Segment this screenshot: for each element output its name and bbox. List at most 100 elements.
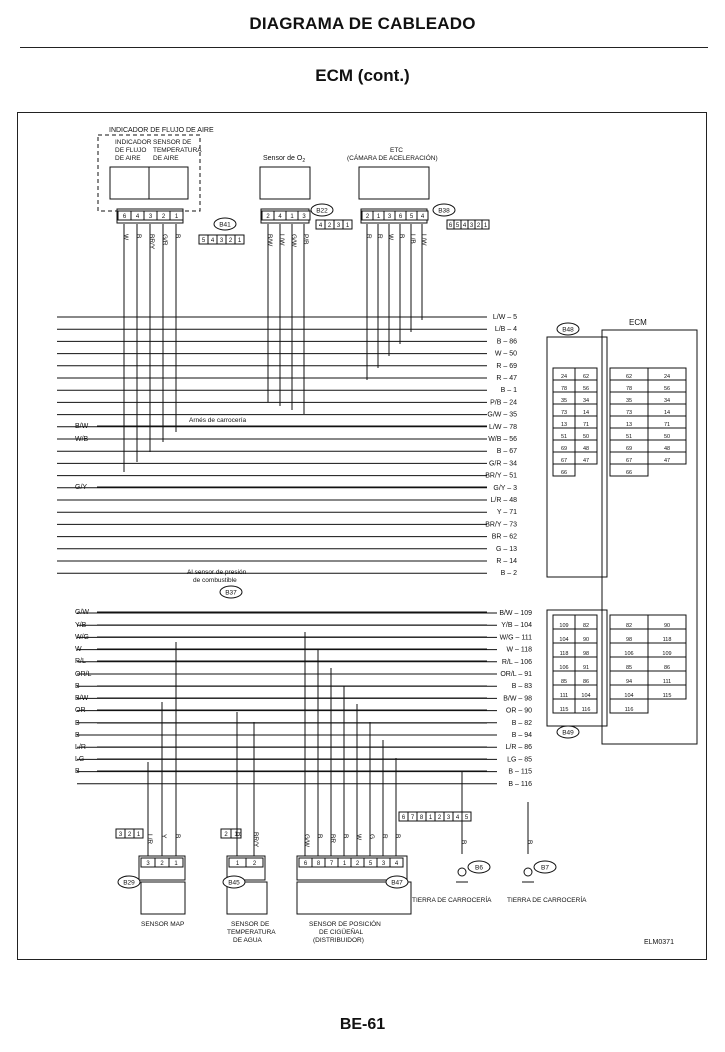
left-wire-label: B <box>75 768 80 775</box>
b48-grid-pin: 48 <box>583 446 589 452</box>
connector-tag-b37-outline <box>219 585 243 599</box>
maf-connector-pin: 2 <box>162 214 166 220</box>
b22-connector-cell <box>342 219 353 230</box>
terminal-lower-label: B – 115 <box>508 769 532 776</box>
terminal-upper-label: L/B – 4 <box>495 326 517 333</box>
b48-grid-pin: 67 <box>561 458 567 464</box>
ecm-lower-grid-pin: 94 <box>626 679 632 685</box>
b48-grid-cell <box>574 451 598 465</box>
connector-tag-b7: B7 <box>541 865 549 872</box>
terminal-lower-label: B – 94 <box>512 732 532 739</box>
b48-grid-pin: 34 <box>583 398 589 404</box>
connector-tag-b7-outline <box>533 860 557 874</box>
b45-connector-pin: 2 <box>224 832 228 838</box>
b29-connector-pin: 3 <box>119 832 123 838</box>
crank-wire-label: B <box>394 834 401 838</box>
section-title: ECM (cont.) <box>315 66 410 85</box>
ecm-grid-pin: 13 <box>626 422 632 428</box>
maf-wire-label: B <box>135 234 142 238</box>
b48-grid-pin: 69 <box>561 446 567 452</box>
o2-connector-pin: 2 <box>266 214 270 220</box>
ecm-lower-grid-pin: 118 <box>663 637 672 643</box>
o2-wire-label: B/W <box>266 234 273 247</box>
terminal-upper-label: BR/Y – 51 <box>485 473 517 480</box>
connector-tag-b45-outline <box>222 875 246 889</box>
b22-connector-pin: 4 <box>319 223 323 229</box>
left-wire-label: LG <box>75 756 84 763</box>
terminal-upper-label: W – 50 <box>495 351 517 358</box>
b48-grid-pin: 14 <box>583 410 589 416</box>
crank-sensor-label-3: (DISTRIBUIDOR) <box>313 937 364 944</box>
connector-tag-b49-outline <box>556 725 580 739</box>
crank-connector-pin: 7 <box>330 861 334 867</box>
terminal-upper-label: BR – 62 <box>492 534 517 541</box>
o2-wire-label: P/B <box>302 234 309 244</box>
left-wire-label: W/G <box>75 634 89 641</box>
crank-wire-label: B <box>316 834 323 838</box>
map-wire-label: Y <box>160 834 167 839</box>
connector-tag-b29: B29 <box>123 880 135 887</box>
etc-sub-label: (CÁMARA DE ACELERACIÓN) <box>347 153 438 162</box>
etc-label: ETC <box>390 147 403 154</box>
crank-wire-label: B <box>342 834 349 838</box>
b47-connector-pin: 1 <box>429 815 433 821</box>
o2-connector-cell <box>297 210 311 221</box>
ecm-grid-pin: 35 <box>626 398 632 404</box>
maf-connector-cell <box>169 210 184 221</box>
page-header-title: DIAGRAMA DE CABLEADO <box>249 14 476 33</box>
connector-tag-b6: B6 <box>475 865 483 872</box>
ecm-grid-cell <box>647 451 687 465</box>
etc-connector-pin: 4 <box>421 214 425 220</box>
b49-grid-pin: 115 <box>560 707 569 713</box>
b47-connector-pin: 3 <box>447 815 451 821</box>
maf-wire-label: G/R <box>161 234 168 246</box>
maf-connector-pin: 1 <box>175 214 179 220</box>
crank-wire-label: BR <box>329 834 336 843</box>
crank-wire-label: R <box>381 834 388 839</box>
ecm-lower-grid-pin: 90 <box>664 623 670 629</box>
terminal-lower-label: B – 83 <box>512 683 532 690</box>
b22-connector-pin: 2 <box>328 223 332 229</box>
terminal-upper-label: G/W – 35 <box>487 412 517 419</box>
ecm-lower-grid-pin: 86 <box>664 665 670 671</box>
b49-grid-pin: 91 <box>583 665 589 671</box>
left-wire-label: W <box>75 646 82 653</box>
connector-tag-b22-outline <box>310 203 334 217</box>
ecm-grid-pin: 71 <box>664 422 670 428</box>
ecm-grid-pin: 62 <box>626 374 632 380</box>
left-wire-label: OR/L <box>75 671 91 678</box>
terminal-upper-label: L/W – 5 <box>493 314 517 321</box>
crank-connector-pin: 5 <box>369 861 373 867</box>
b48-grid-pin: 51 <box>561 434 567 440</box>
connector-tag-b41: B41 <box>219 222 231 229</box>
map-connector-pin: 3 <box>146 861 150 867</box>
terminal-upper-label: G – 13 <box>496 546 517 553</box>
o2-wire-label: G/W <box>290 234 297 248</box>
water-wire-label: B <box>235 832 242 836</box>
map-wire-label: L/R <box>146 834 153 844</box>
to-fuel-sensor-label-2: de combustible <box>193 577 237 584</box>
b22-connector-pin: 3 <box>337 223 341 229</box>
maf-left-label-3: DE AIRE <box>115 155 141 162</box>
terminal-lower-label: W/G – 111 <box>500 634 533 641</box>
ecm-grid-pin: 78 <box>626 386 632 392</box>
b48-grid-pin: 73 <box>561 410 567 416</box>
ecm-grid-pin: 56 <box>664 386 670 392</box>
ground-label-2: TIERRA DE CARROCERÍA <box>507 895 587 904</box>
terminal-upper-label: BR/Y – 73 <box>485 521 517 528</box>
b49-grid-pin: 109 <box>559 623 568 629</box>
wire-layer <box>57 203 687 889</box>
map-connector-cell <box>168 857 184 868</box>
left-wire-label: L/R <box>75 744 86 751</box>
b47-connector-pin: 2 <box>438 815 442 821</box>
b45-connector-pin: 1 <box>234 832 238 838</box>
left-wire-label: B <box>75 720 80 727</box>
ecm-lower-grid-pin: 82 <box>626 623 632 629</box>
b29-connector-pin: 1 <box>137 832 141 838</box>
label-layer: L/W – 5L/B – 4B – 86W – 50R – 69R – 47B … <box>75 208 672 887</box>
b49-grid-pin: 111 <box>560 693 568 699</box>
maf-connector-pin: 3 <box>149 214 153 220</box>
o2-wire-label: L/W <box>278 234 285 246</box>
b48-grid-cell <box>552 463 576 477</box>
terminal-upper-label: B – 86 <box>497 338 517 345</box>
